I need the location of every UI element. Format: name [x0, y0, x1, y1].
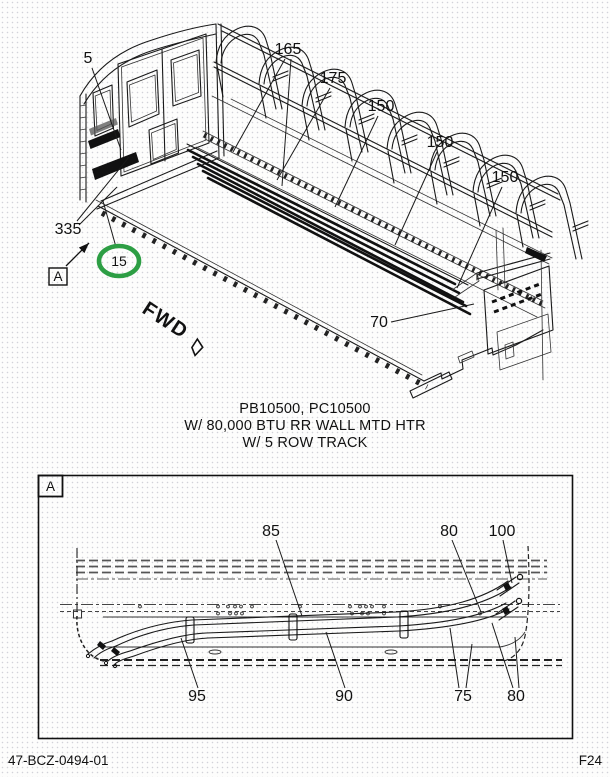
door-window-left	[126, 69, 160, 128]
roof-bow	[215, 25, 289, 110]
footer-doc-number: 47-BCZ-0494-01	[8, 753, 109, 768]
hose-fitting-upper	[496, 573, 524, 597]
rear-wall	[79, 23, 225, 210]
rear-door	[117, 33, 210, 177]
detail-panel-label-box	[37, 474, 64, 498]
callout-165: 165	[275, 41, 302, 58]
detail-body-edges	[73, 545, 530, 662]
callout-85: 85	[262, 523, 280, 540]
roof-bow	[515, 175, 589, 260]
hose-clamp	[185, 616, 195, 644]
floor	[95, 199, 544, 399]
callout-70: 70	[370, 314, 388, 331]
heater-hatch-mid	[88, 129, 121, 149]
caption-line-2: W/ 80,000 BTU RR WALL MTD HTR	[184, 418, 426, 434]
floor-slot	[457, 350, 475, 364]
wall-track-band	[202, 132, 546, 308]
heater-track-lines	[186, 143, 472, 316]
callout-80-bottom: 80	[507, 688, 525, 705]
detail-wall-rails	[60, 559, 562, 667]
serrated-track-edge	[100, 210, 429, 390]
door-window-lower	[148, 118, 180, 165]
end-pin	[525, 247, 547, 262]
callout-80-top: 80	[440, 523, 458, 540]
callout-15: 15	[111, 253, 127, 269]
detail-a-marker: A	[48, 242, 90, 286]
roof-bow	[258, 46, 332, 131]
detail-panel: A	[37, 474, 574, 740]
floor-tab	[409, 371, 453, 399]
callout-75: 75	[454, 688, 472, 705]
detail-a-arrow	[65, 242, 90, 267]
hose-fitting-lower	[495, 597, 523, 621]
callout-175: 175	[320, 70, 347, 87]
detail-a-marker-label: A	[53, 269, 62, 284]
page-footer: 47-BCZ-0494-01 F24	[8, 753, 602, 768]
fwd-arrow-icon	[191, 337, 204, 357]
hose-clamp	[288, 613, 298, 641]
callout-150-1: 150	[368, 98, 395, 115]
heater-hatch-upper	[89, 118, 118, 136]
highlighted-callout-15: 15	[96, 243, 142, 279]
main-diagram: 5 165 175 150 150 150 335 70 15 A FWD PB…	[48, 23, 589, 451]
fwd-label: FWD	[138, 298, 192, 344]
caption-line-1: PB10500, PC10500	[239, 401, 370, 417]
callout-90: 90	[335, 688, 353, 705]
detail-panel-label: A	[46, 479, 55, 494]
main-leader-lines	[76, 58, 503, 323]
front-end-assembly	[451, 227, 554, 381]
main-caption: PB10500, PC10500 W/ 80,000 BTU RR WALL M…	[184, 401, 426, 451]
door-window-right	[170, 49, 202, 107]
callout-150-2: 150	[427, 134, 454, 151]
detail-hoses	[85, 573, 524, 669]
highlight-circle	[96, 243, 142, 279]
detail-leader-lines	[180, 539, 520, 689]
caption-line-3: W/ 5 ROW TRACK	[243, 435, 368, 451]
callout-5: 5	[84, 50, 93, 67]
fwd-indicator: FWD	[138, 298, 204, 357]
detail-panel-border	[37, 474, 574, 740]
footer-page-code: F24	[579, 753, 603, 768]
hose-clamp	[399, 610, 409, 639]
roof-bows	[215, 25, 589, 260]
callout-95: 95	[188, 688, 206, 705]
callout-335: 335	[55, 221, 82, 238]
callout-150-3: 150	[492, 169, 519, 186]
heater-hatch-lower	[92, 152, 139, 180]
roof-bow	[472, 154, 546, 239]
callout-100: 100	[489, 523, 516, 540]
